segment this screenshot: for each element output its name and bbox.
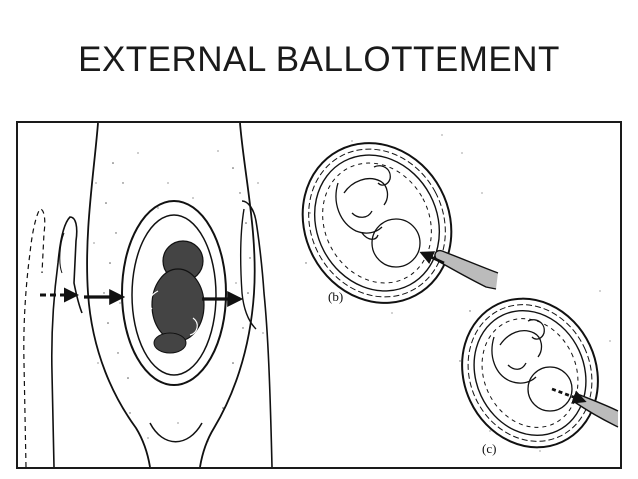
left-hand-dashed [23, 208, 46, 467]
groin-line [149, 422, 203, 443]
uterus-c-outer [461, 297, 599, 449]
ballottement-figure: (b) (c) [16, 121, 622, 469]
torso-outline [86, 123, 151, 467]
panel-c-uterus-illustration: (c) [459, 290, 619, 456]
panel-b-uterus-illustration: (b) [301, 134, 499, 314]
fetus-figure [148, 240, 205, 354]
panel-label-b: (b) [328, 289, 343, 304]
ballottement-illustration: (b) (c) [23, 123, 619, 467]
ballottement-arrow-b [419, 251, 445, 265]
torso-outline-right [199, 123, 256, 467]
uterus-inner-wall [131, 214, 217, 376]
fetus-c [491, 319, 573, 412]
ballottement-arrow-c [551, 387, 587, 404]
finger-b [434, 249, 499, 290]
fetus-b [335, 165, 421, 268]
panel-a-abdomen-illustration [23, 123, 273, 467]
uterus-b-outer [301, 142, 453, 304]
panel-label-c: (c) [482, 441, 496, 456]
slide-title: EXTERNAL BALLOTTEMENT [78, 40, 560, 79]
skin-stipple [93, 150, 264, 442]
right-hand [239, 200, 273, 467]
left-hand [51, 216, 83, 467]
